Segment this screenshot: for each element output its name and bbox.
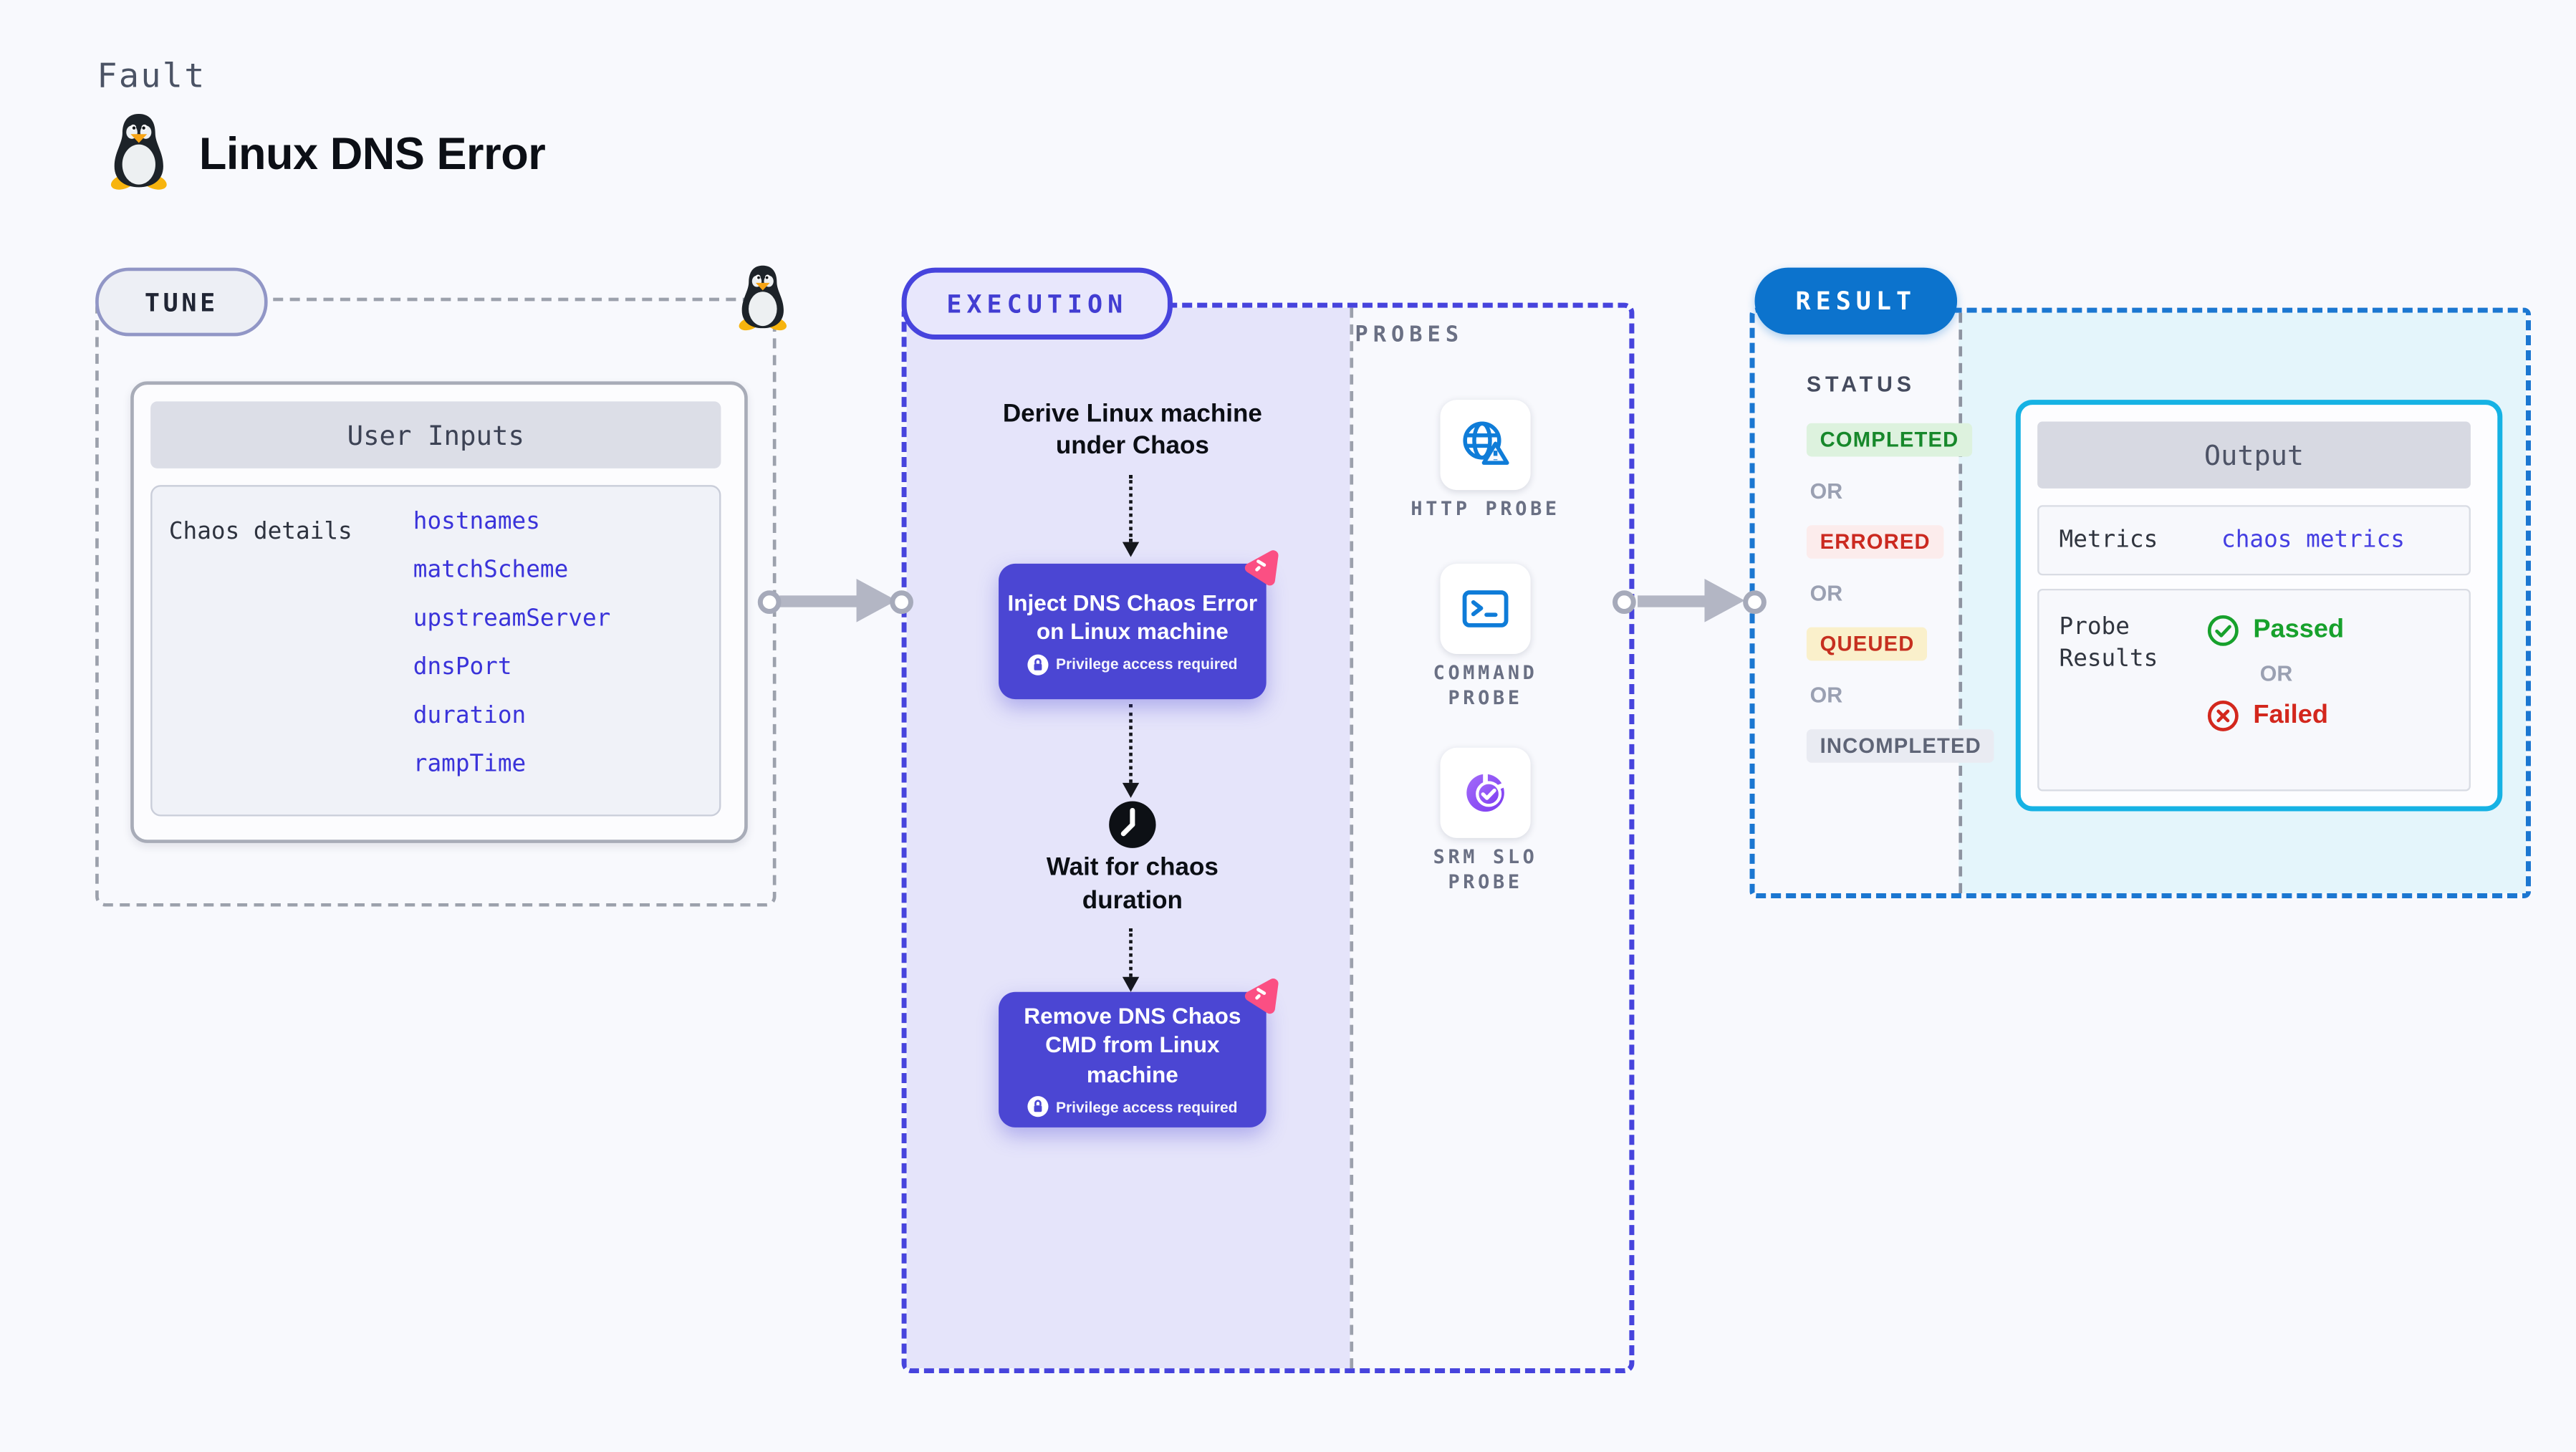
status-badge-completed: COMPLETED <box>1806 423 1973 457</box>
user-inputs-card: User Inputs Chaos details hostnames matc… <box>130 381 748 843</box>
probe-results-values: Passed OR Failed <box>2206 612 2344 734</box>
node-remove-dns-chaos: Remove DNS Chaos CMD from Linux machine … <box>999 992 1267 1128</box>
tunable-matchscheme[interactable]: matchScheme <box>413 557 569 584</box>
tunable-duration[interactable]: duration <box>413 702 527 730</box>
probes-heading: PROBES <box>1355 322 1464 348</box>
status-badge-incompleted: INCOMPLETED <box>1806 729 1995 763</box>
node-inject-dns-chaos: Inject DNS Chaos Error on Linux machine … <box>999 564 1267 700</box>
status-or: OR <box>1810 580 1843 606</box>
result-section-label: RESULT <box>1754 267 1958 335</box>
arrow-tune-to-execution-head <box>856 578 897 622</box>
probe-results-label: Probe Results <box>2059 613 2158 673</box>
arrow-execution-to-result-head <box>1704 578 1745 622</box>
chaos-experiment-icon <box>1241 547 1285 591</box>
lock-icon <box>1027 653 1049 675</box>
command-probe-card <box>1440 563 1531 655</box>
srm-slo-probe-label: SRM SLO PROBE <box>1433 845 1538 893</box>
execution-section-box <box>901 302 1635 1374</box>
connector-dot <box>1743 590 1767 614</box>
user-inputs-title: User Inputs <box>150 401 721 468</box>
failed-label: Failed <box>2253 701 2328 730</box>
lock-icon <box>1027 1096 1049 1118</box>
passed-row: Passed <box>2206 612 2344 649</box>
privilege-badge-text: Privilege access required <box>1055 1098 1238 1115</box>
tunable-upstreamserver[interactable]: upstreamServer <box>413 605 611 633</box>
metrics-label: Metrics <box>2059 527 2158 554</box>
tunable-hostnames[interactable]: hostnames <box>413 508 540 536</box>
chaos-experiment-icon <box>1241 975 1285 1019</box>
connector-dot <box>757 590 782 614</box>
status-badge-queued: QUEUED <box>1806 627 1928 661</box>
flow-arrow-head <box>1122 976 1140 992</box>
http-probe-label: HTTP PROBE <box>1410 496 1560 521</box>
node-title: Remove DNS Chaos CMD from Linux machine <box>1024 1003 1241 1087</box>
probes-divider <box>1350 307 1354 1369</box>
status-divider <box>1959 312 1963 893</box>
status-or: OR <box>1810 478 1843 504</box>
privilege-badge: Privilege access required <box>1027 1096 1238 1118</box>
failed-row: Failed <box>2206 698 2344 734</box>
privilege-badge: Privilege access required <box>1027 653 1237 675</box>
flow-arrow <box>1129 475 1133 542</box>
page-title: Linux DNS Error <box>198 128 546 179</box>
status-list: COMPLETED OR ERRORED OR QUEUED OR INCOMP… <box>1806 423 1995 763</box>
privilege-badge-text: Privilege access required <box>1055 655 1238 673</box>
command-probe-icon <box>1457 580 1514 637</box>
http-probe-card <box>1440 400 1531 491</box>
flow-arrow-head <box>1122 782 1140 798</box>
output-card: Output Metrics chaos metrics Probe Resul… <box>2015 400 2503 812</box>
passed-check-icon <box>2206 614 2240 648</box>
wait-clock-icon <box>1107 799 1158 850</box>
flow-arrow-head <box>1122 542 1140 557</box>
linux-tux-icon <box>109 113 169 191</box>
wait-step-text: Wait for chaos duration <box>1046 852 1219 915</box>
tunable-list: hostnames matchScheme upstreamServer dns… <box>413 499 611 789</box>
connector-dot <box>1613 590 1636 614</box>
chaos-metrics-link[interactable]: chaos metrics <box>2221 527 2405 554</box>
chaos-details-panel: Chaos details hostnames matchScheme upst… <box>150 485 721 817</box>
flow-arrow <box>1129 928 1133 977</box>
chaos-details-label: Chaos details <box>168 518 352 546</box>
arrow-tune-to-execution <box>779 595 860 607</box>
tunable-dnsport[interactable]: dnsPort <box>413 654 512 681</box>
derive-step-text: Derive Linux machine under Chaos <box>1002 400 1262 461</box>
srm-slo-probe-icon <box>1457 764 1514 821</box>
tunable-ramptime[interactable]: rampTime <box>413 751 527 778</box>
execution-section-label: EXECUTION <box>901 267 1173 340</box>
flow-arrow <box>1129 704 1133 783</box>
fault-kicker: Fault <box>97 55 206 96</box>
arrow-execution-to-result <box>1638 595 1708 607</box>
http-probe-icon <box>1457 416 1514 473</box>
probe-or: OR <box>2259 660 2293 686</box>
command-probe-label: COMMAND PROBE <box>1433 660 1538 710</box>
linux-tux-icon-small <box>737 265 789 332</box>
node-title: Inject DNS Chaos Error on Linux machine <box>1007 590 1258 645</box>
tune-section-label: TUNE <box>95 267 268 337</box>
status-or: OR <box>1810 682 1843 708</box>
connector-dot <box>890 590 913 614</box>
probe-results-row: Probe Results Passed OR Failed <box>2037 588 2471 792</box>
metrics-row: Metrics chaos metrics <box>2037 505 2471 576</box>
output-title: Output <box>2037 421 2471 489</box>
status-heading: STATUS <box>1806 371 1916 397</box>
failed-x-icon <box>2206 699 2240 733</box>
srm-slo-probe-card <box>1440 747 1531 838</box>
passed-label: Passed <box>2253 615 2345 645</box>
status-badge-errored: ERRORED <box>1806 525 1944 559</box>
